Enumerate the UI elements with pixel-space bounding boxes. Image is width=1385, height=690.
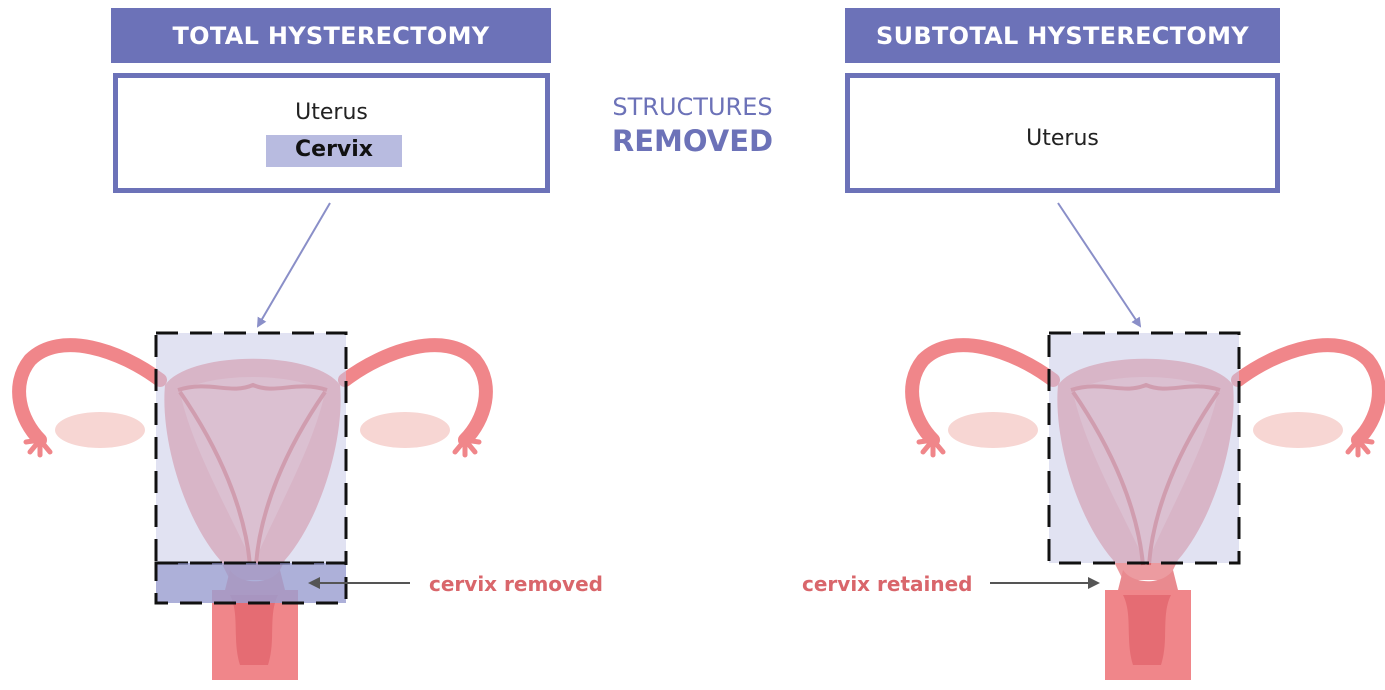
removed-region-right	[1049, 333, 1239, 563]
arrow-box-to-uterus-right	[1058, 203, 1140, 326]
arrow-box-to-uterus-left	[258, 203, 330, 326]
